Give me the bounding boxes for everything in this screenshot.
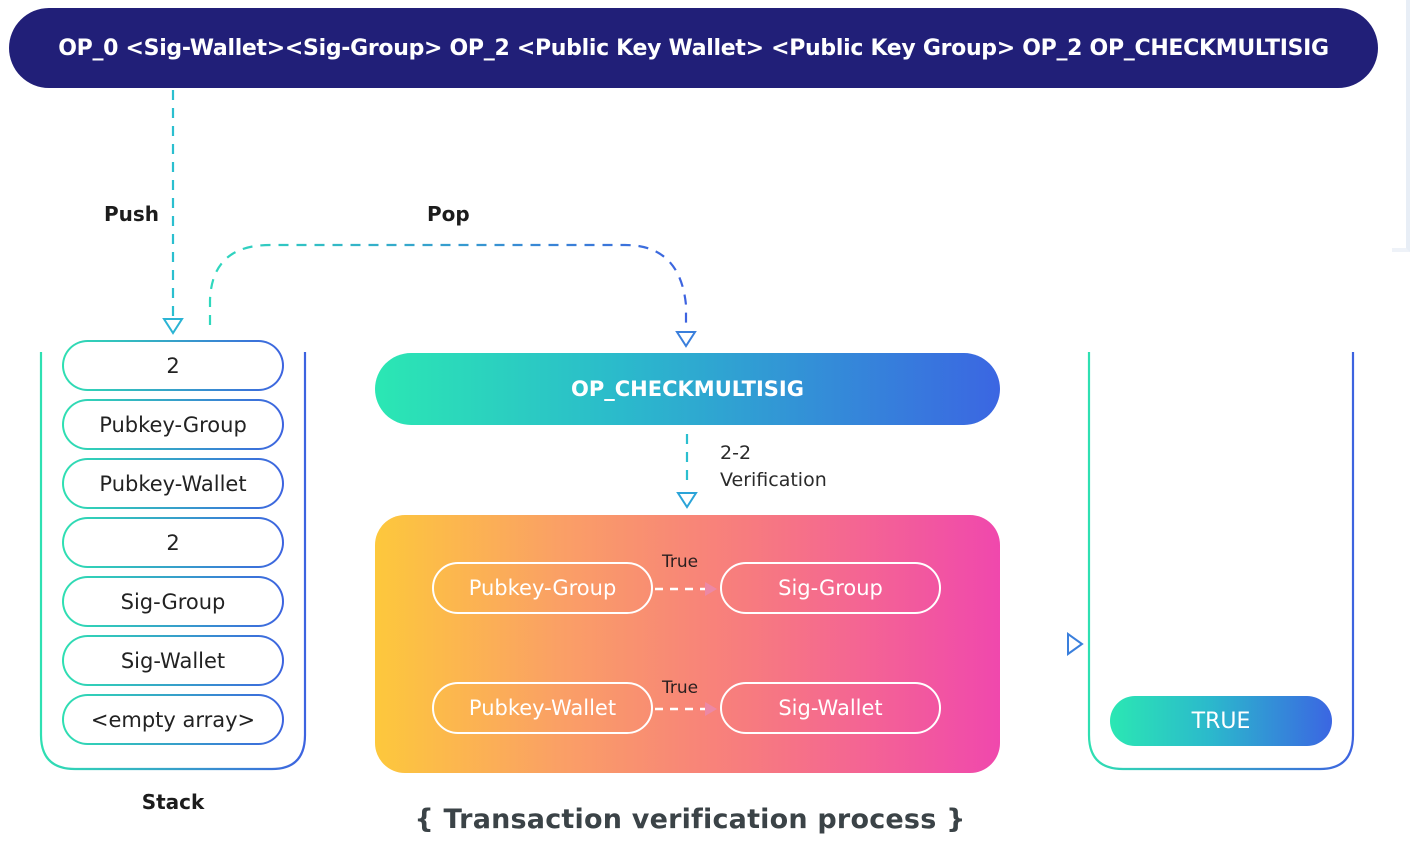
script-bar: OP_0 <Sig-Wallet><Sig-Group> OP_2 <Publi… [9, 8, 1378, 88]
verify-connectors [655, 582, 717, 716]
caption: { Transaction verification process } [0, 804, 1380, 835]
output-arrow-head [1067, 632, 1084, 656]
caption-open-brace: { [414, 804, 434, 835]
pop-arrow-head [675, 331, 697, 348]
op-checkmultisig-label: OP_CHECKMULTISIG [571, 377, 804, 401]
verify-arrow-head-2 [705, 702, 717, 716]
verification-label-line1: 2-2 [720, 442, 752, 464]
push-label: Push [104, 202, 160, 226]
verify-arrow-head-1 [705, 582, 717, 596]
verification-label: 2-2 Verification [720, 440, 827, 494]
verify-pubkey-wallet: Pubkey-Wallet [432, 682, 653, 734]
verify-sig-wallet: Sig-Wallet [720, 682, 941, 734]
stack-title: Stack [141, 790, 205, 814]
verify-arrow-head [676, 492, 698, 509]
pop-arrow-line [208, 243, 688, 326]
result-true: TRUE [1110, 696, 1332, 746]
caption-close-brace: } [946, 804, 966, 835]
push-arrow-head [162, 318, 184, 335]
op-checkmultisig-block: OP_CHECKMULTISIG [375, 353, 1000, 425]
stack-item: Sig-Wallet [62, 635, 284, 686]
stack-item: 2 [62, 517, 284, 568]
pop-label: Pop [427, 202, 470, 226]
edge-divider [1392, 0, 1410, 252]
result-true-label: TRUE [1191, 708, 1251, 734]
verification-label-line2: Verification [720, 469, 827, 491]
stack-item: Sig-Group [62, 576, 284, 627]
verify-result-label: True [662, 552, 699, 572]
verification-box: Pubkey-Group True Sig-Group Pubkey-Walle… [375, 515, 1000, 773]
verify-result-label: True [662, 678, 699, 698]
verify-pubkey-group: Pubkey-Group [432, 562, 653, 614]
verify-sig-group: Sig-Group [720, 562, 941, 614]
script-text: OP_0 <Sig-Wallet><Sig-Group> OP_2 <Publi… [58, 35, 1329, 61]
stack-item: <empty array> [62, 694, 284, 745]
stack-item: Pubkey-Wallet [62, 458, 284, 509]
stack-item: Pubkey-Group [62, 399, 284, 450]
caption-text: Transaction verification process [443, 804, 937, 835]
stack-item: 2 [62, 340, 284, 391]
